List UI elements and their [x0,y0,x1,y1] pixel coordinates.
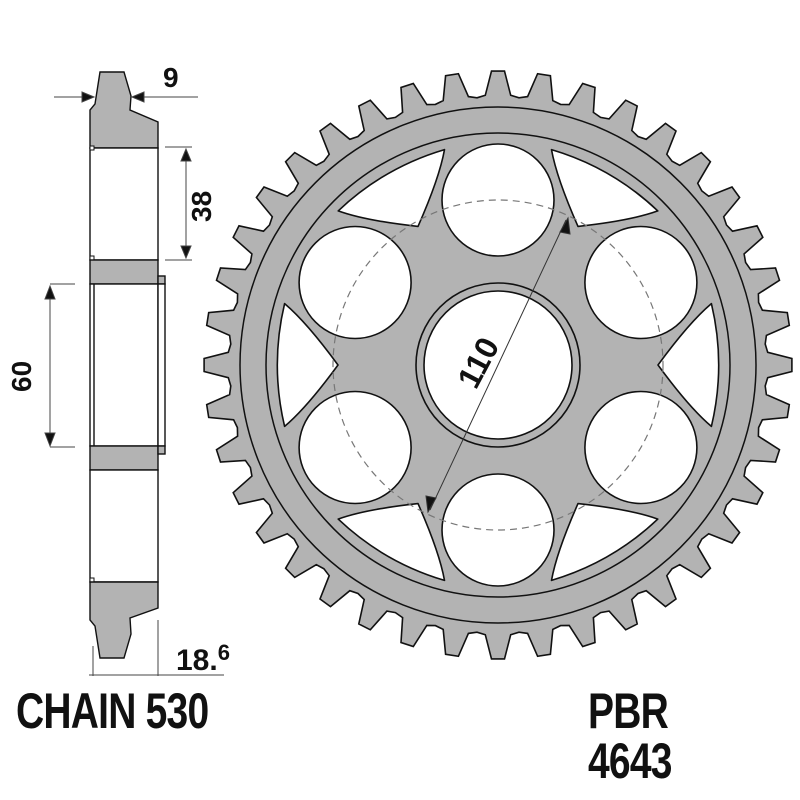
profile-upper-body [89,147,159,261]
dimension-9 [54,91,198,103]
lightening-windows [276,148,720,582]
bolt-hole [441,143,555,257]
sprocket-face [203,70,793,660]
profile-lower-flange [89,445,159,471]
dimension-18-6 [89,620,224,676]
side-profile [89,71,166,659]
label-dim-18-6-main: 18. [176,644,218,677]
chain-line-outer [239,106,757,624]
dimension-38 [165,146,192,261]
lightening-window [337,502,446,582]
chain-size-label: CHAIN 530 [16,683,209,739]
dimension-110 [425,216,571,514]
profile-lower-body [89,469,159,583]
lightening-window [337,148,446,228]
profile-upper-flange [89,259,159,285]
lightening-window [276,302,339,428]
profile-hub [89,283,159,447]
lightening-window [657,302,720,428]
label-dim-9: 9 [163,62,179,93]
lightening-window [550,148,659,228]
label-dim-18-6-sup: 6 [217,640,230,665]
chain-line-inner [265,132,731,598]
profile-top-tooth [89,71,159,149]
lightening-window [550,502,659,582]
bolt-hole [441,473,555,587]
bolt-hole [298,390,412,505]
profile-bottom-tooth [89,581,159,659]
product-code-label: PBR 4643 [588,683,672,789]
dimension-60 [44,283,75,448]
label-dim-18-6: 18.6 [176,642,230,676]
label-dim-60: 60 [6,360,37,392]
bolt-circle [332,199,664,531]
label-dim-38: 38 [186,190,217,222]
